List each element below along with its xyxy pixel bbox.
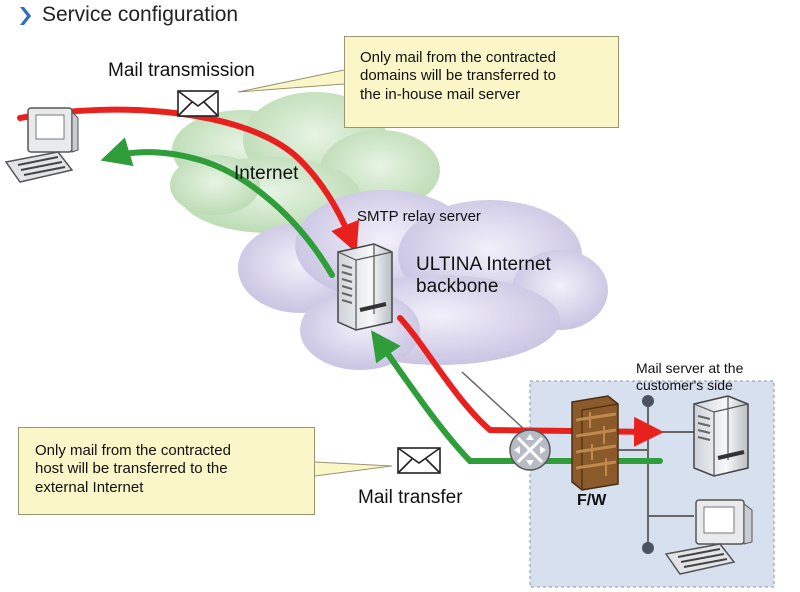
network-node-top: [642, 395, 654, 407]
callout-line: Only mail from the contracted: [35, 442, 231, 459]
smtp-relay-label: SMTP relay server: [357, 208, 481, 225]
callout-line: host will be transferred to the: [35, 460, 228, 478]
ultina-line-2: backbone: [416, 275, 499, 297]
firewall-label: F/W: [577, 492, 607, 509]
mail-transmission-label: Mail transmission: [108, 60, 255, 81]
computer-icon: [664, 499, 753, 575]
internet-label: Internet: [234, 163, 299, 184]
mail-server-label: Mail server at the customer's side: [636, 360, 743, 394]
outbound-relay-arrow: [371, 330, 663, 464]
ultina-backbone-label: ULTINA Internet backbone: [416, 254, 551, 298]
server-icon: [693, 395, 749, 477]
mail-server-line-2: customer's side: [636, 376, 733, 393]
outbound-mail-arrow: [100, 137, 335, 278]
mail-transfer-label: Mail transfer: [358, 487, 463, 508]
callout-line: Only mail from the contracted: [360, 49, 556, 66]
callout-line: the in-house mail server: [360, 85, 521, 103]
callout-host: Only mail from the contracted host will …: [18, 427, 315, 515]
computer-icon: [4, 107, 79, 183]
callout-pointer-top: [237, 69, 345, 93]
inbound-mail-arrow: [17, 106, 360, 254]
page-title: Service configuration: [42, 3, 239, 26]
backbone-link: [461, 371, 526, 431]
inbound-delivery-arrow: [397, 315, 664, 447]
callout-domains: Only mail from the contracted domains wi…: [344, 36, 619, 128]
ultina-line-1: ULTINA Internet: [416, 254, 551, 275]
envelope-icon: [177, 90, 219, 117]
network-node-bottom: [642, 542, 654, 554]
router-icon: [509, 429, 551, 471]
callout-line: domains will be transferred to: [360, 67, 556, 85]
chevron-right-icon: [20, 7, 31, 25]
server-icon: [337, 243, 393, 331]
mail-server-line-1: Mail server at the: [636, 360, 744, 376]
callout-pointer-bottom: [314, 461, 393, 477]
envelope-icon: [397, 447, 441, 474]
firewall-icon: [571, 395, 619, 491]
callout-line: external Internet: [35, 478, 144, 496]
